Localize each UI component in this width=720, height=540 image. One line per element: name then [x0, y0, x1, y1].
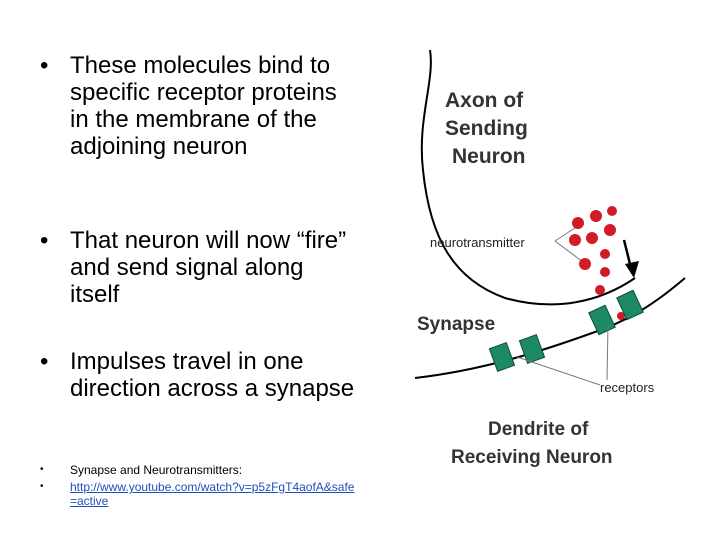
neurotransmitter-molecule	[590, 210, 602, 222]
video-link[interactable]: http://www.youtube.com/watch?v=p5zFgT4ao…	[70, 480, 355, 508]
synapse-label: Synapse	[417, 314, 495, 335]
neurotransmitter-pointer	[554, 240, 584, 263]
neurotransmitter-cluster	[569, 206, 625, 320]
bullet-marker: •	[40, 227, 49, 254]
neurotransmitter-molecule	[607, 206, 617, 216]
receptors-pointer	[516, 356, 601, 386]
bullet-marker: •	[40, 348, 49, 375]
dendrite-membrane	[414, 277, 686, 379]
bullet-marker: •	[40, 52, 49, 79]
neurotransmitter-label: neurotransmitter	[430, 235, 525, 250]
bullet-text: That neuron will now “fire” and send sig…	[70, 227, 347, 308]
receptor	[588, 304, 616, 336]
receptors-pointer	[606, 324, 609, 381]
receptor	[616, 289, 644, 321]
receptor	[518, 334, 546, 364]
dendrite-label-line1: Dendrite of	[488, 419, 589, 440]
neurotransmitter-molecule	[586, 232, 598, 244]
axon-label-line2: Sending	[445, 117, 528, 140]
reference-label: Synapse and Neurotransmitters:	[70, 463, 243, 477]
neurotransmitter-molecule	[579, 258, 591, 270]
release-arrow-head	[625, 261, 639, 278]
bullet-marker: •	[40, 464, 44, 475]
neurotransmitter-molecule	[569, 234, 581, 246]
neurotransmitter-molecule	[617, 312, 625, 320]
bullet-text: Impulses travel in one direction across …	[70, 348, 355, 402]
axon-label-line3: Neuron	[452, 145, 526, 168]
receptor-group	[488, 289, 644, 372]
bullet-marker: •	[40, 481, 44, 492]
synapse-diagram: Axon of Sending Neuron neurotransmitter …	[414, 49, 686, 468]
bullet-text: These molecules bind to specific recepto…	[70, 52, 337, 160]
neurotransmitter-molecule	[600, 249, 610, 259]
neurotransmitter-pointer	[554, 225, 579, 242]
dendrite-label-line2: Receiving Neuron	[451, 447, 613, 468]
receptors-label: receptors	[600, 380, 655, 395]
neurotransmitter-molecule	[572, 217, 584, 229]
axon-outline	[420, 49, 636, 306]
axon-label-line1: Axon of	[445, 89, 524, 112]
neurotransmitter-molecule	[600, 267, 610, 277]
neurotransmitter-molecule	[595, 285, 605, 295]
neurotransmitter-molecule	[604, 224, 616, 236]
receptor	[488, 342, 516, 372]
